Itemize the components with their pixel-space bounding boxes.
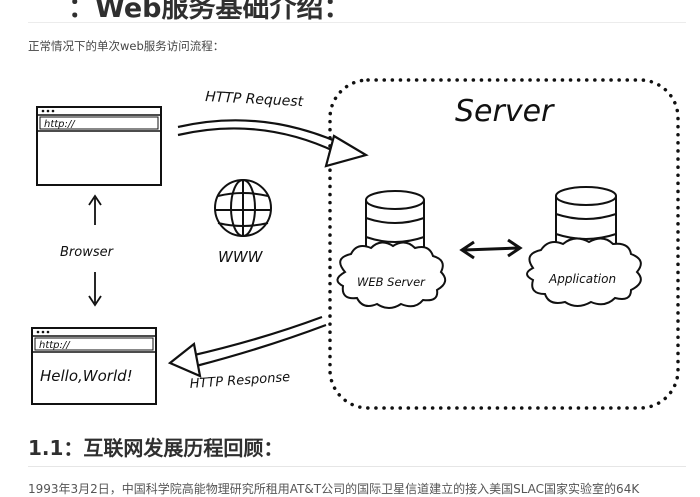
intro-text: 正常情况下的单次web服务访问流程： [28,39,225,53]
browser-label: Browser [60,245,115,260]
top-heading: ：Web服务基础介绍： [68,0,351,24]
section-divider [28,466,686,467]
browser-window-bottom: http:// Hello,World! [31,327,157,405]
browser-arrows [88,194,102,307]
browser-window-top: http:// [36,106,162,186]
application-label: Application [548,272,616,286]
http-response-arrow [167,315,327,378]
server-boundary [328,78,680,410]
web-server-label: WEB Server [357,275,426,289]
web-service-diagram: Server http:// HTTP Request Browser WWW [31,78,680,410]
cut-off-paragraph: 1993年3月2日，中国科学院高能物理研究所租用AT&T公司的国际卫星信道建立的… [28,482,640,496]
globe-icon [214,179,272,237]
http-response-label: HTTP Response [189,370,290,392]
www-label: WWW [218,248,264,266]
top-divider [28,22,686,23]
web-server-cloud [336,241,447,309]
application-cloud [526,237,642,307]
url-top: http:// [44,119,76,130]
http-request-label: HTTP Request [205,89,304,110]
hello-world-text: Hello,World! [40,367,133,385]
server-title: Server [455,94,555,129]
url-bottom: http:// [39,340,71,351]
http-request-arrow [177,119,369,168]
double-arrow-icon [459,238,523,260]
section-heading: 1.1：互联网发展历程回顾： [28,436,284,460]
